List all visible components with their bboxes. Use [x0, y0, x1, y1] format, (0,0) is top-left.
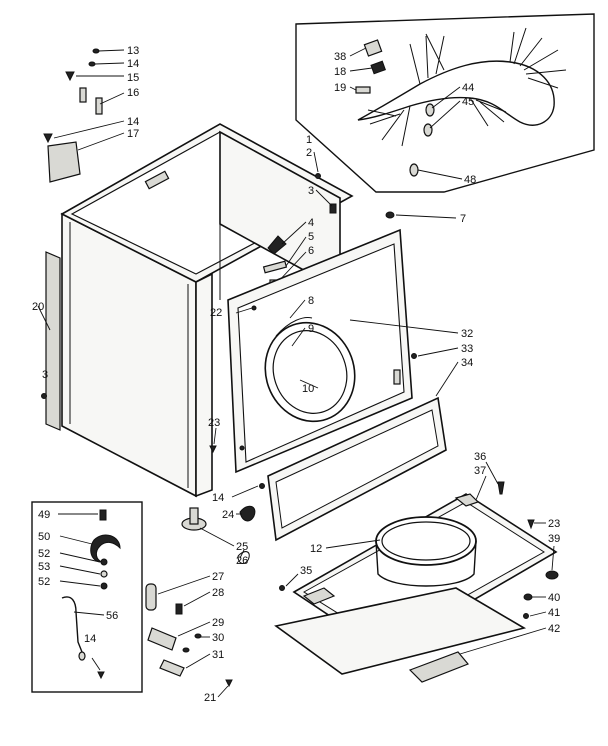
callout-29: 29	[212, 617, 224, 629]
callout-32: 32	[461, 328, 473, 340]
callout-39: 39	[548, 533, 560, 545]
callout-3: 3	[308, 185, 314, 197]
callout-4: 4	[308, 217, 314, 229]
callout-6: 6	[308, 245, 314, 257]
callout-38: 38	[334, 51, 346, 63]
callout-3: 3	[42, 369, 48, 381]
callout-24: 24	[222, 509, 234, 521]
callout-17: 17	[127, 128, 139, 140]
callout-52: 52	[38, 548, 50, 560]
callout-14: 14	[127, 116, 139, 128]
callout-49: 49	[38, 509, 50, 521]
callout-42: 42	[548, 623, 560, 635]
callout-30: 30	[212, 632, 224, 644]
callout-5: 5	[308, 231, 314, 243]
callout-31: 31	[212, 649, 224, 661]
callout-27: 27	[212, 571, 224, 583]
callout-labels: 13 14 15 16 14 17 1 2 3 7 4 5 6 20 3 22 …	[32, 45, 560, 704]
callout-19: 19	[334, 82, 346, 94]
callout-8: 8	[308, 295, 314, 307]
callout-35: 35	[300, 565, 312, 577]
callout-14: 14	[84, 633, 96, 645]
callout-14: 14	[127, 58, 139, 70]
toe-panel	[231, 396, 447, 542]
callout-56: 56	[106, 610, 118, 622]
callout-14: 14	[212, 492, 224, 504]
callout-1: 1	[306, 134, 312, 146]
callout-15: 15	[127, 72, 139, 84]
callout-26: 26	[236, 555, 248, 567]
callout-10: 10	[302, 383, 314, 395]
callout-40: 40	[548, 592, 560, 604]
callout-48: 48	[464, 174, 476, 186]
callout-7: 7	[460, 213, 466, 225]
callout-22: 22	[210, 307, 222, 319]
callout-41: 41	[548, 607, 560, 619]
callout-21: 21	[204, 692, 216, 704]
callout-45: 45	[462, 96, 474, 108]
callout-16: 16	[127, 87, 139, 99]
cabinet	[37, 123, 457, 498]
callout-13: 13	[127, 45, 139, 57]
callout-53: 53	[38, 561, 50, 573]
callout-23: 23	[208, 417, 220, 429]
callout-25: 25	[236, 541, 248, 553]
callout-12: 12	[310, 543, 322, 555]
callout-23: 23	[548, 518, 560, 530]
base-assembly	[274, 461, 559, 683]
callout-34: 34	[461, 357, 473, 369]
front-panel	[209, 228, 459, 474]
callout-50: 50	[38, 531, 50, 543]
leveling-legs	[145, 507, 250, 698]
callout-37: 37	[474, 465, 486, 477]
small-parts-inset	[31, 501, 143, 693]
callout-20: 20	[32, 301, 44, 313]
callout-33: 33	[461, 343, 473, 355]
callout-52: 52	[38, 576, 50, 588]
callout-44: 44	[462, 82, 474, 94]
callout-28: 28	[212, 587, 224, 599]
callout-18: 18	[334, 66, 346, 78]
callout-9: 9	[308, 323, 314, 335]
callout-36: 36	[474, 451, 486, 463]
top-left-hardware	[43, 48, 125, 183]
wiring-harness-inset	[295, 13, 595, 193]
callout-2: 2	[306, 147, 312, 159]
